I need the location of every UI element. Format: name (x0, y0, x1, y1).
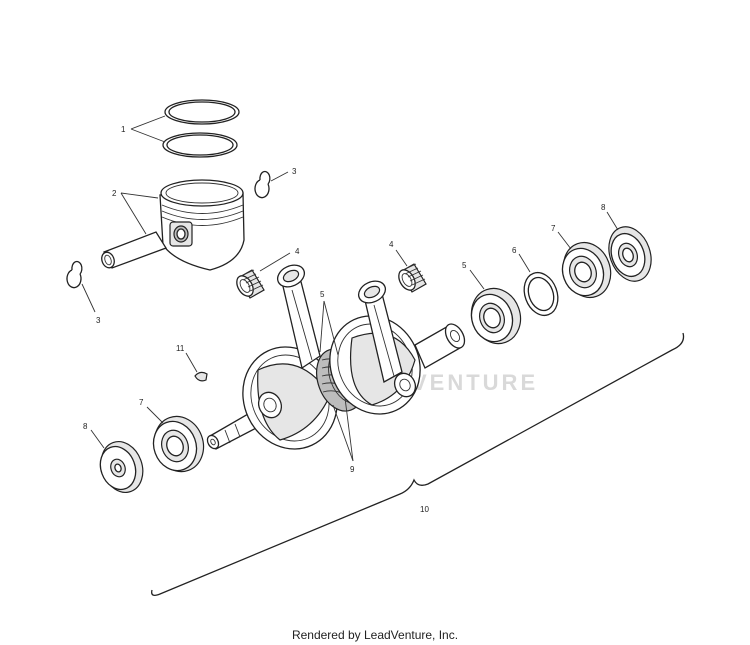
circlip-left (66, 260, 83, 289)
callout-5-center: 5 (320, 290, 325, 299)
bearing-left (152, 415, 205, 473)
callout-3-left: 3 (96, 316, 101, 325)
callout-4-right: 4 (389, 240, 394, 249)
callout-8-left: 8 (83, 422, 88, 431)
callout-7-right: 7 (551, 224, 556, 233)
piston (159, 179, 245, 271)
callout-6: 6 (512, 246, 517, 255)
needle-bearing-right (398, 263, 427, 293)
callout-2: 2 (112, 189, 117, 198)
main-bearing-right (470, 287, 522, 345)
oil-seal-right (608, 226, 652, 282)
callout-9: 9 (350, 465, 355, 474)
callout-7-left: 7 (139, 398, 144, 407)
callout-8-right: 8 (601, 203, 606, 212)
callout-5-right: 5 (462, 261, 467, 270)
callout-1: 1 (121, 125, 126, 134)
crankshaft-assembly (206, 264, 466, 450)
oil-seal-left (99, 441, 144, 493)
woodruff-key (194, 371, 208, 382)
callout-4-left: 4 (295, 247, 300, 256)
assembly-bracket (151, 332, 685, 596)
callout-3-right: 3 (292, 167, 297, 176)
callout-10: 10 (420, 505, 429, 514)
needle-bearing-left (236, 269, 265, 299)
watermark-text: VENTURE (412, 370, 538, 395)
footer-credit: Rendered by LeadVenture, Inc. (291, 628, 459, 642)
spacer-ring (523, 271, 559, 317)
bearing-right (561, 241, 612, 299)
piston-rings (162, 99, 240, 158)
callout-11: 11 (176, 344, 185, 353)
wrist-pin (101, 231, 167, 269)
circlip-right (254, 170, 271, 199)
